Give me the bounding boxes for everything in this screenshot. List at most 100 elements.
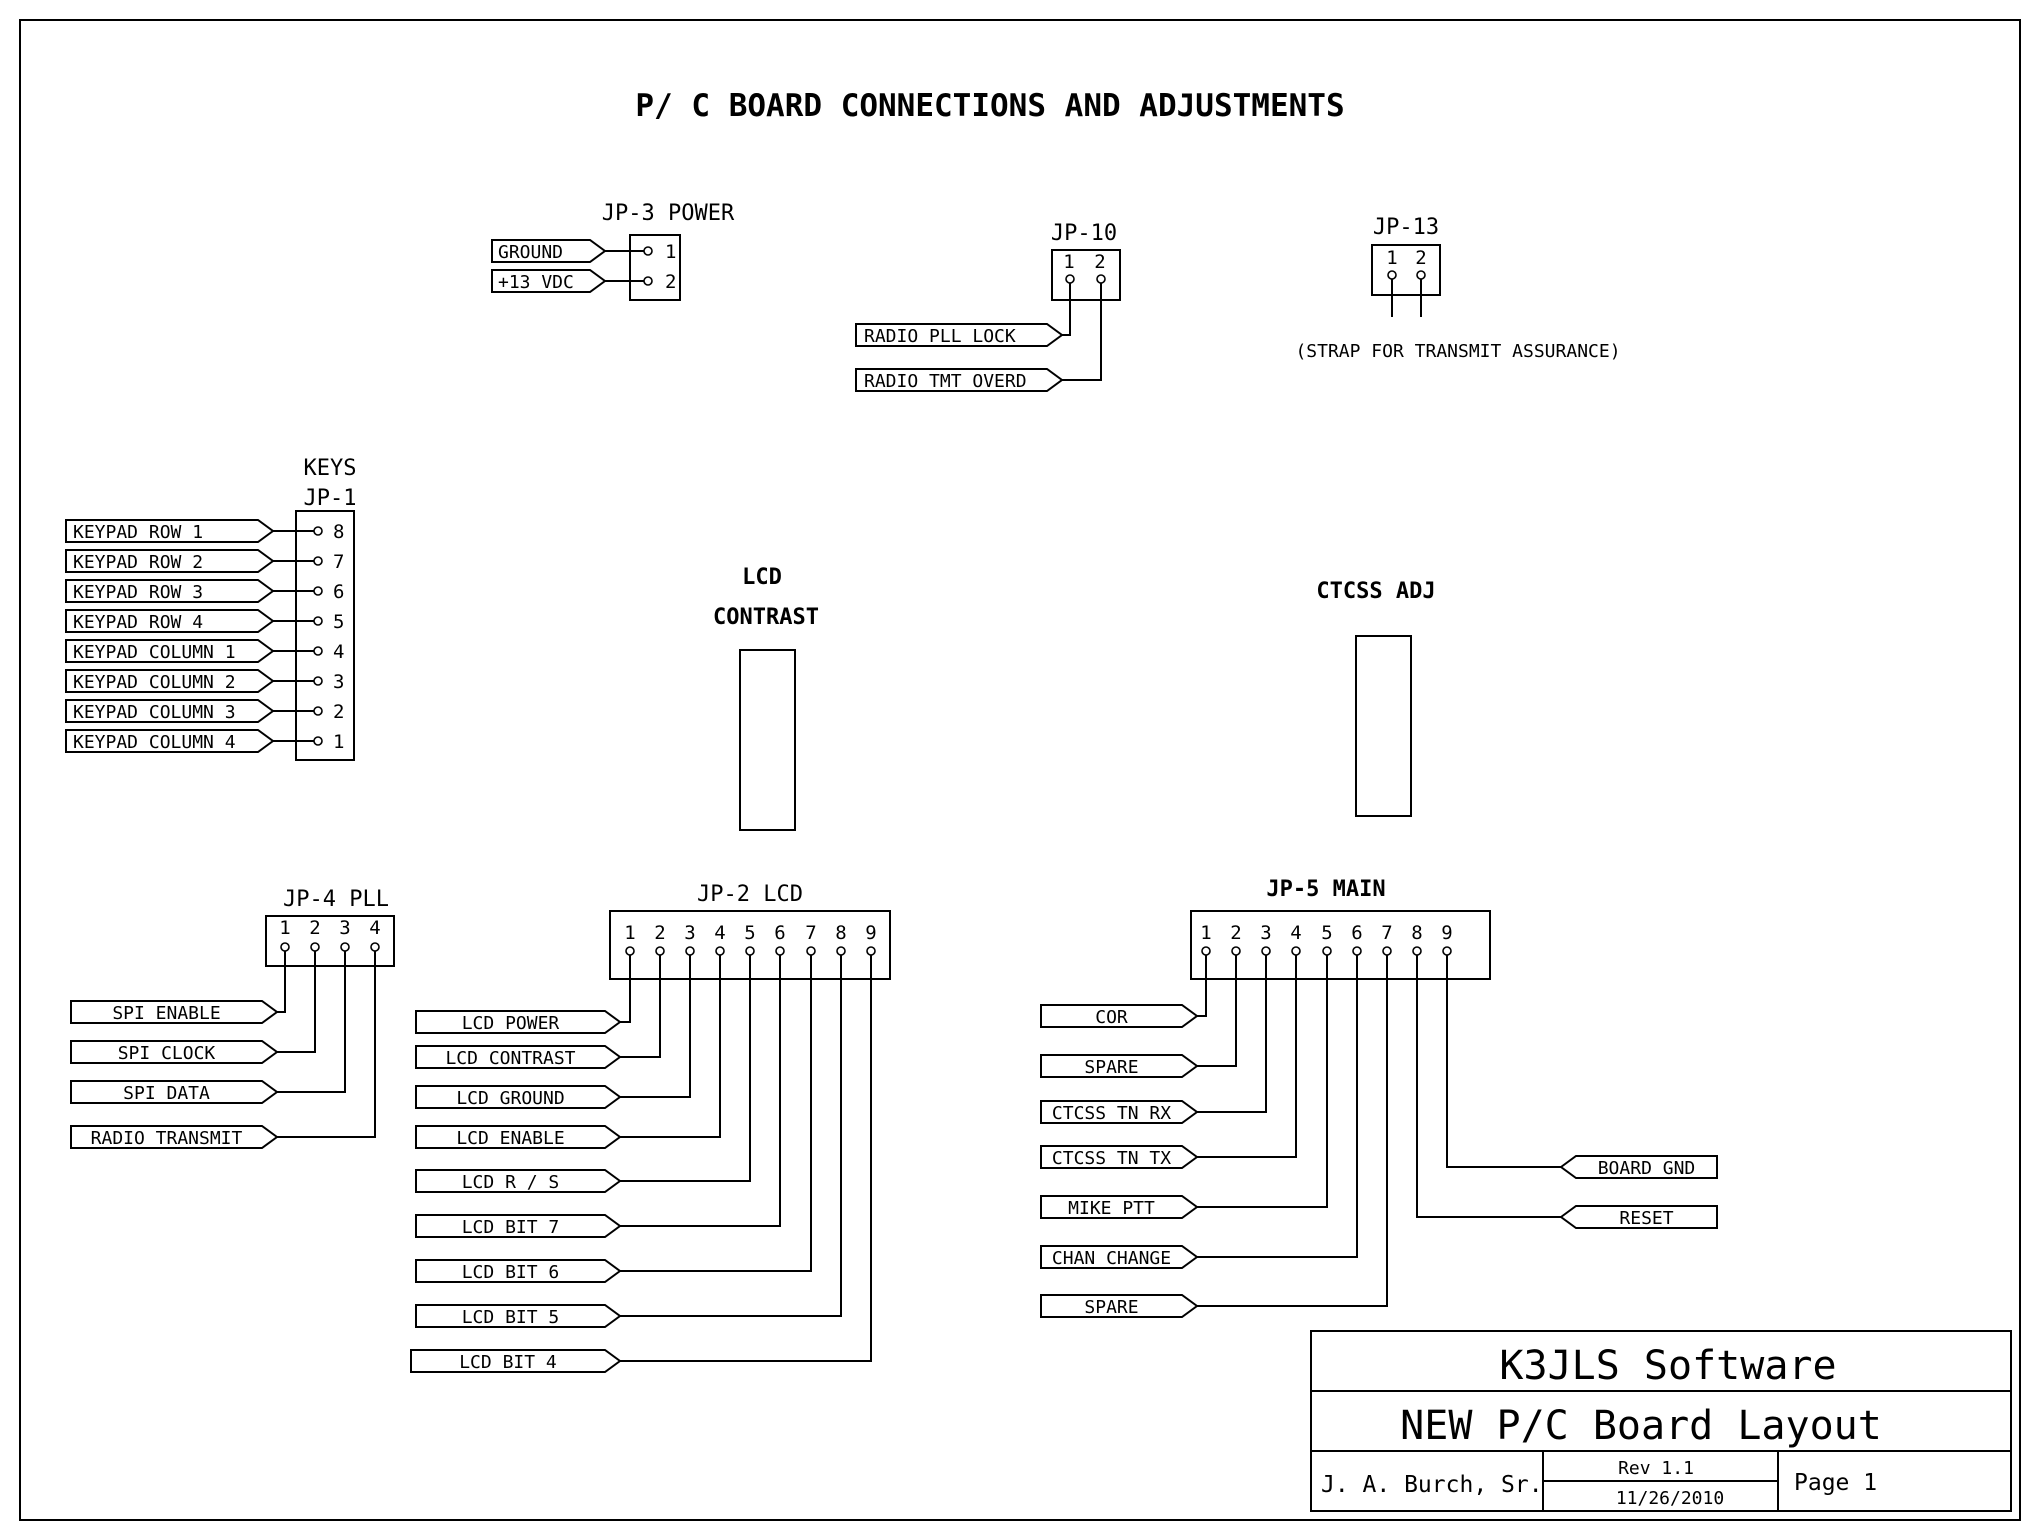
jp3-connector: JP-3 POWER 1 2 GROUND +13 VDC <box>491 201 735 301</box>
jp3-pin-num-2: 2 <box>665 271 676 293</box>
jp1-pin-1 <box>313 736 323 746</box>
jp5-right-2-flag <box>1559 1205 1718 1229</box>
jp4-body <box>265 915 395 967</box>
jp2-line-6-flag <box>415 1214 622 1238</box>
jp1-pin-7 <box>313 556 323 566</box>
jp10-pin-num-1: 1 <box>1063 251 1074 273</box>
jp2-line-3-label: LCD GROUND <box>456 1088 564 1109</box>
jp5-pin-7 <box>1382 946 1392 956</box>
jp1-pin-num: 4 <box>333 641 344 663</box>
title-block-rev: Rev 1.1 <box>1618 1458 1694 1479</box>
jp1-row-6-flag <box>65 669 275 693</box>
jp1-pin-num: 1 <box>333 731 344 753</box>
jp5-pin-2 <box>1231 946 1241 956</box>
jp3-pin-num-1: 1 <box>665 241 676 263</box>
jp2-pin-5 <box>745 946 755 956</box>
title-block: K3JLS Software NEW P/C Board Layout J. A… <box>1310 1330 2012 1512</box>
jp1-row-7-label: KEYPAD COLUMN 3 <box>73 702 236 723</box>
jp2-line-7-flag <box>415 1259 622 1283</box>
jp4-line-1-flag <box>70 1000 279 1024</box>
jp4-title: JP-4 PLL <box>283 887 389 912</box>
jp3-pin-2 <box>643 276 653 286</box>
ctcss-adj-pot: CTCSS ADJ <box>1316 579 1436 817</box>
jp1-row-1-label: KEYPAD ROW 1 <box>73 522 203 543</box>
jp5-right-2-label: RESET <box>1619 1208 1673 1229</box>
jp1-pin-6 <box>313 586 323 596</box>
jp10-flag-tmt-overd <box>855 368 1064 392</box>
jp5-line-5-flag <box>1040 1195 1199 1219</box>
jp2-title: JP-2 LCD <box>697 882 803 907</box>
jp1-row-6-label: KEYPAD COLUMN 2 <box>73 672 236 693</box>
jp2-pin-3 <box>685 946 695 956</box>
jp2-line-6-label: LCD BIT 7 <box>462 1217 560 1238</box>
jp2-pin-num: 1 <box>624 922 635 944</box>
jp2-pin-num: 6 <box>774 922 785 944</box>
jp1-row-8-label: KEYPAD COLUMN 4 <box>73 732 236 753</box>
jp4-pin-num: 2 <box>309 917 320 939</box>
jp10-connector: JP-10 1 2 RADIO PLL LOCK RADIO TMT OVERD <box>855 221 1121 392</box>
lcd-contrast-pot: LCD CONTRAST <box>713 565 819 831</box>
jp5-pin-6 <box>1352 946 1362 956</box>
jp2-line-5-label: LCD R / S <box>462 1172 560 1193</box>
jp2-pin-num: 2 <box>654 922 665 944</box>
jp1-pin-num: 7 <box>333 551 344 573</box>
jp1-row-3-label: KEYPAD ROW 3 <box>73 582 203 603</box>
jp1-title: JP-1 <box>304 486 357 511</box>
jp10-pin-num-2: 2 <box>1094 251 1105 273</box>
jp2-pin-num: 7 <box>805 922 816 944</box>
jp13-pin-num-1: 1 <box>1386 247 1397 269</box>
jp5-body <box>1190 910 1491 980</box>
jp5-pin-4 <box>1291 946 1301 956</box>
jp10-body <box>1051 249 1121 301</box>
jp5-pin-num: 7 <box>1381 922 1392 944</box>
jp1-pin-num: 3 <box>333 671 344 693</box>
jp1-row-7-flag <box>65 699 275 723</box>
jp4-pin-num: 4 <box>369 917 380 939</box>
jp1-row-5-flag <box>65 639 275 663</box>
jp1-keys-title: KEYS <box>304 456 357 481</box>
jp1-pin-num: 5 <box>333 611 344 633</box>
jp2-line-1-label: LCD POWER <box>462 1013 560 1034</box>
jp13-title: JP-13 <box>1373 215 1439 240</box>
jp10-pin-1 <box>1065 274 1075 284</box>
jp5-line-3-label: CTCSS TN RX <box>1052 1103 1171 1124</box>
jp4-line-4-label: RADIO TRANSMIT <box>91 1128 243 1149</box>
jp2-pin-6 <box>775 946 785 956</box>
jp1-pin-num: 6 <box>333 581 344 603</box>
jp5-line-2-flag <box>1040 1054 1199 1078</box>
jp2-pin-4 <box>715 946 725 956</box>
title-block-page: Page 1 <box>1794 1470 1877 1496</box>
jp3-label-13vdc: +13 VDC <box>498 272 574 293</box>
jp5-pin-8 <box>1412 946 1422 956</box>
jp3-pin-1 <box>643 246 653 256</box>
jp1-row-5-label: KEYPAD COLUMN 1 <box>73 642 236 663</box>
jp5-pin-num: 9 <box>1441 922 1452 944</box>
jp1-body <box>295 510 355 761</box>
jp1-pin-8 <box>313 526 323 536</box>
title-block-author: J. A. Burch, Sr. <box>1321 1472 1543 1498</box>
title-block-drawing: NEW P/C Board Layout <box>1400 1403 1882 1449</box>
jp5-pin-1 <box>1201 946 1211 956</box>
jp1-pin-3 <box>313 676 323 686</box>
jp3-body <box>629 234 681 301</box>
jp3-title: JP-3 POWER <box>602 201 735 226</box>
jp1-pin-4 <box>313 646 323 656</box>
ctcss-adj-title: CTCSS ADJ <box>1316 579 1435 604</box>
jp2-line-2-flag <box>415 1045 622 1069</box>
title-block-frame <box>1310 1330 2012 1512</box>
ctcss-adj-body <box>1355 635 1412 817</box>
jp2-line-7-label: LCD BIT 6 <box>462 1262 560 1283</box>
jp2-line-9-flag <box>410 1349 622 1373</box>
jp5-line-7-label: SPARE <box>1084 1297 1138 1318</box>
jp5-pin-num: 2 <box>1230 922 1241 944</box>
jp4-line-2-label: SPI CLOCK <box>118 1043 216 1064</box>
jp3-flag-ground <box>491 239 607 263</box>
jp2-pin-num: 3 <box>684 922 695 944</box>
jp2-pin-2 <box>655 946 665 956</box>
jp13-note: (STRAP FOR TRANSMIT ASSURANCE) <box>1295 341 1620 362</box>
jp1-row-2-label: KEYPAD ROW 2 <box>73 552 203 573</box>
jp2-line-1-flag <box>415 1010 622 1034</box>
jp5-right-1-flag <box>1559 1155 1718 1179</box>
jp5-pin-num: 5 <box>1321 922 1332 944</box>
